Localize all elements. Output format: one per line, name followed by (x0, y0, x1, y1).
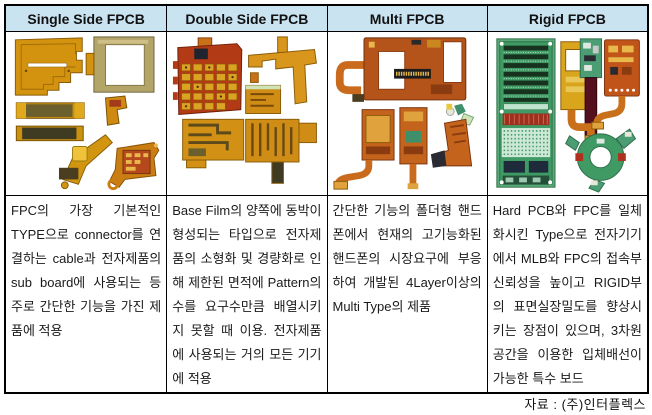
rigid-ring-board (564, 128, 636, 193)
ribbon-cable-1 (15, 102, 85, 119)
flex-piece-bottom-center (58, 134, 113, 190)
source-caption: 자료 : (주)인터플렉스 (524, 397, 646, 412)
column-header-double-side-fpcb: Double Side FPCB (166, 6, 327, 31)
flex-piece-large (14, 37, 83, 96)
angular-flex (248, 36, 318, 105)
double-side-fpcb-description: Base Film의 양쪽에 동박이 형성되는 타입으로 전자제품의 소형화 및… (166, 195, 327, 392)
fpcb-types-table: Single Side FPCB Double Side FPCB Multi … (4, 4, 649, 394)
single-side-fpcb-illustration (14, 36, 160, 191)
multi-fpcb-description: 간단한 기능의 폴더형 핸드폰에서 현재의 고기능화된 핸드폰의 시장요구에 부… (326, 195, 487, 392)
ribbon-cable-2 (15, 125, 84, 142)
keypad-board (173, 37, 243, 115)
flex-piece-small-l (104, 95, 128, 126)
rigid-orange-board (591, 39, 640, 130)
column-header-multi-fpcb: Multi FPCB (326, 6, 487, 31)
traced-board-left (182, 118, 245, 169)
flex-piece-window (85, 36, 155, 93)
rigid-fpcb-illustration (496, 38, 640, 193)
double-side-fpcb-photo (166, 31, 327, 195)
traced-board-right (245, 118, 318, 184)
small-center-board (245, 84, 282, 114)
single-side-fpcb-photo (6, 31, 167, 195)
single-side-fpcb-description: FPC의 가장 기본적인 TYPE으로 connector를 연결하는 cabl… (6, 195, 167, 392)
multi-board-bottom-left (332, 109, 395, 190)
rigid-backplane-board (496, 38, 556, 188)
rigid-flex-assembly (560, 38, 602, 144)
multi-fpcb-photo (326, 31, 487, 195)
column-header-single-side-fpcb: Single Side FPCB (6, 6, 167, 31)
rigid-fpcb-photo (486, 31, 647, 195)
multi-board-bottom-middle (398, 107, 427, 190)
multi-main-board (335, 37, 466, 102)
double-side-fpcb-illustration (173, 36, 318, 184)
column-header-rigid-fpcb: Rigid FPCB (486, 6, 647, 31)
rigid-fpcb-description: Hard PCB와 FPC를 일체화시킨 Type으로 전자기기에서 MLB와 … (486, 195, 647, 392)
multi-board-bottom-right (430, 103, 474, 168)
flex-piece-bottom-right (107, 142, 160, 191)
multi-fpcb-illustration (332, 37, 474, 190)
